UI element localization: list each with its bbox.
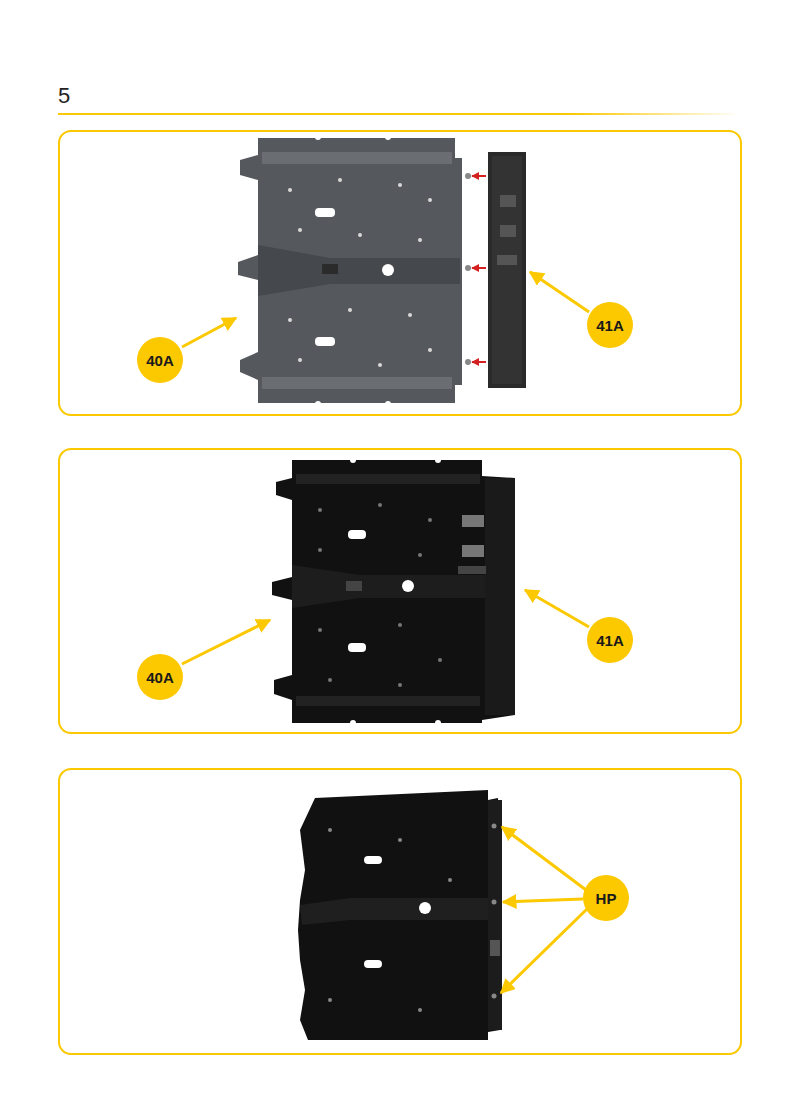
plate-perspective [298,790,502,1040]
step-panel [59,769,741,1054]
step-number: 5 [58,83,70,109]
callout-label: 40A [146,352,174,369]
bracket-41a [465,152,526,388]
callout-label: 40A [146,669,174,686]
callout-circle: 40A [137,337,183,383]
step-panel [59,449,741,733]
callout-circle: 40A [137,654,183,700]
plate-40a [238,134,462,407]
callout-label: 41A [596,317,624,334]
insertion-arrows [472,176,486,362]
callout-label: 41A [596,632,624,649]
plate-assembled [272,457,515,726]
leader-arrows [182,272,589,993]
callout-circle: 41A [587,302,633,348]
callout-circle: HP [583,875,629,921]
header-rule [58,113,742,115]
callout-label: HP [596,890,617,907]
callout-circle: 41A [587,617,633,663]
step-panel [59,131,741,415]
